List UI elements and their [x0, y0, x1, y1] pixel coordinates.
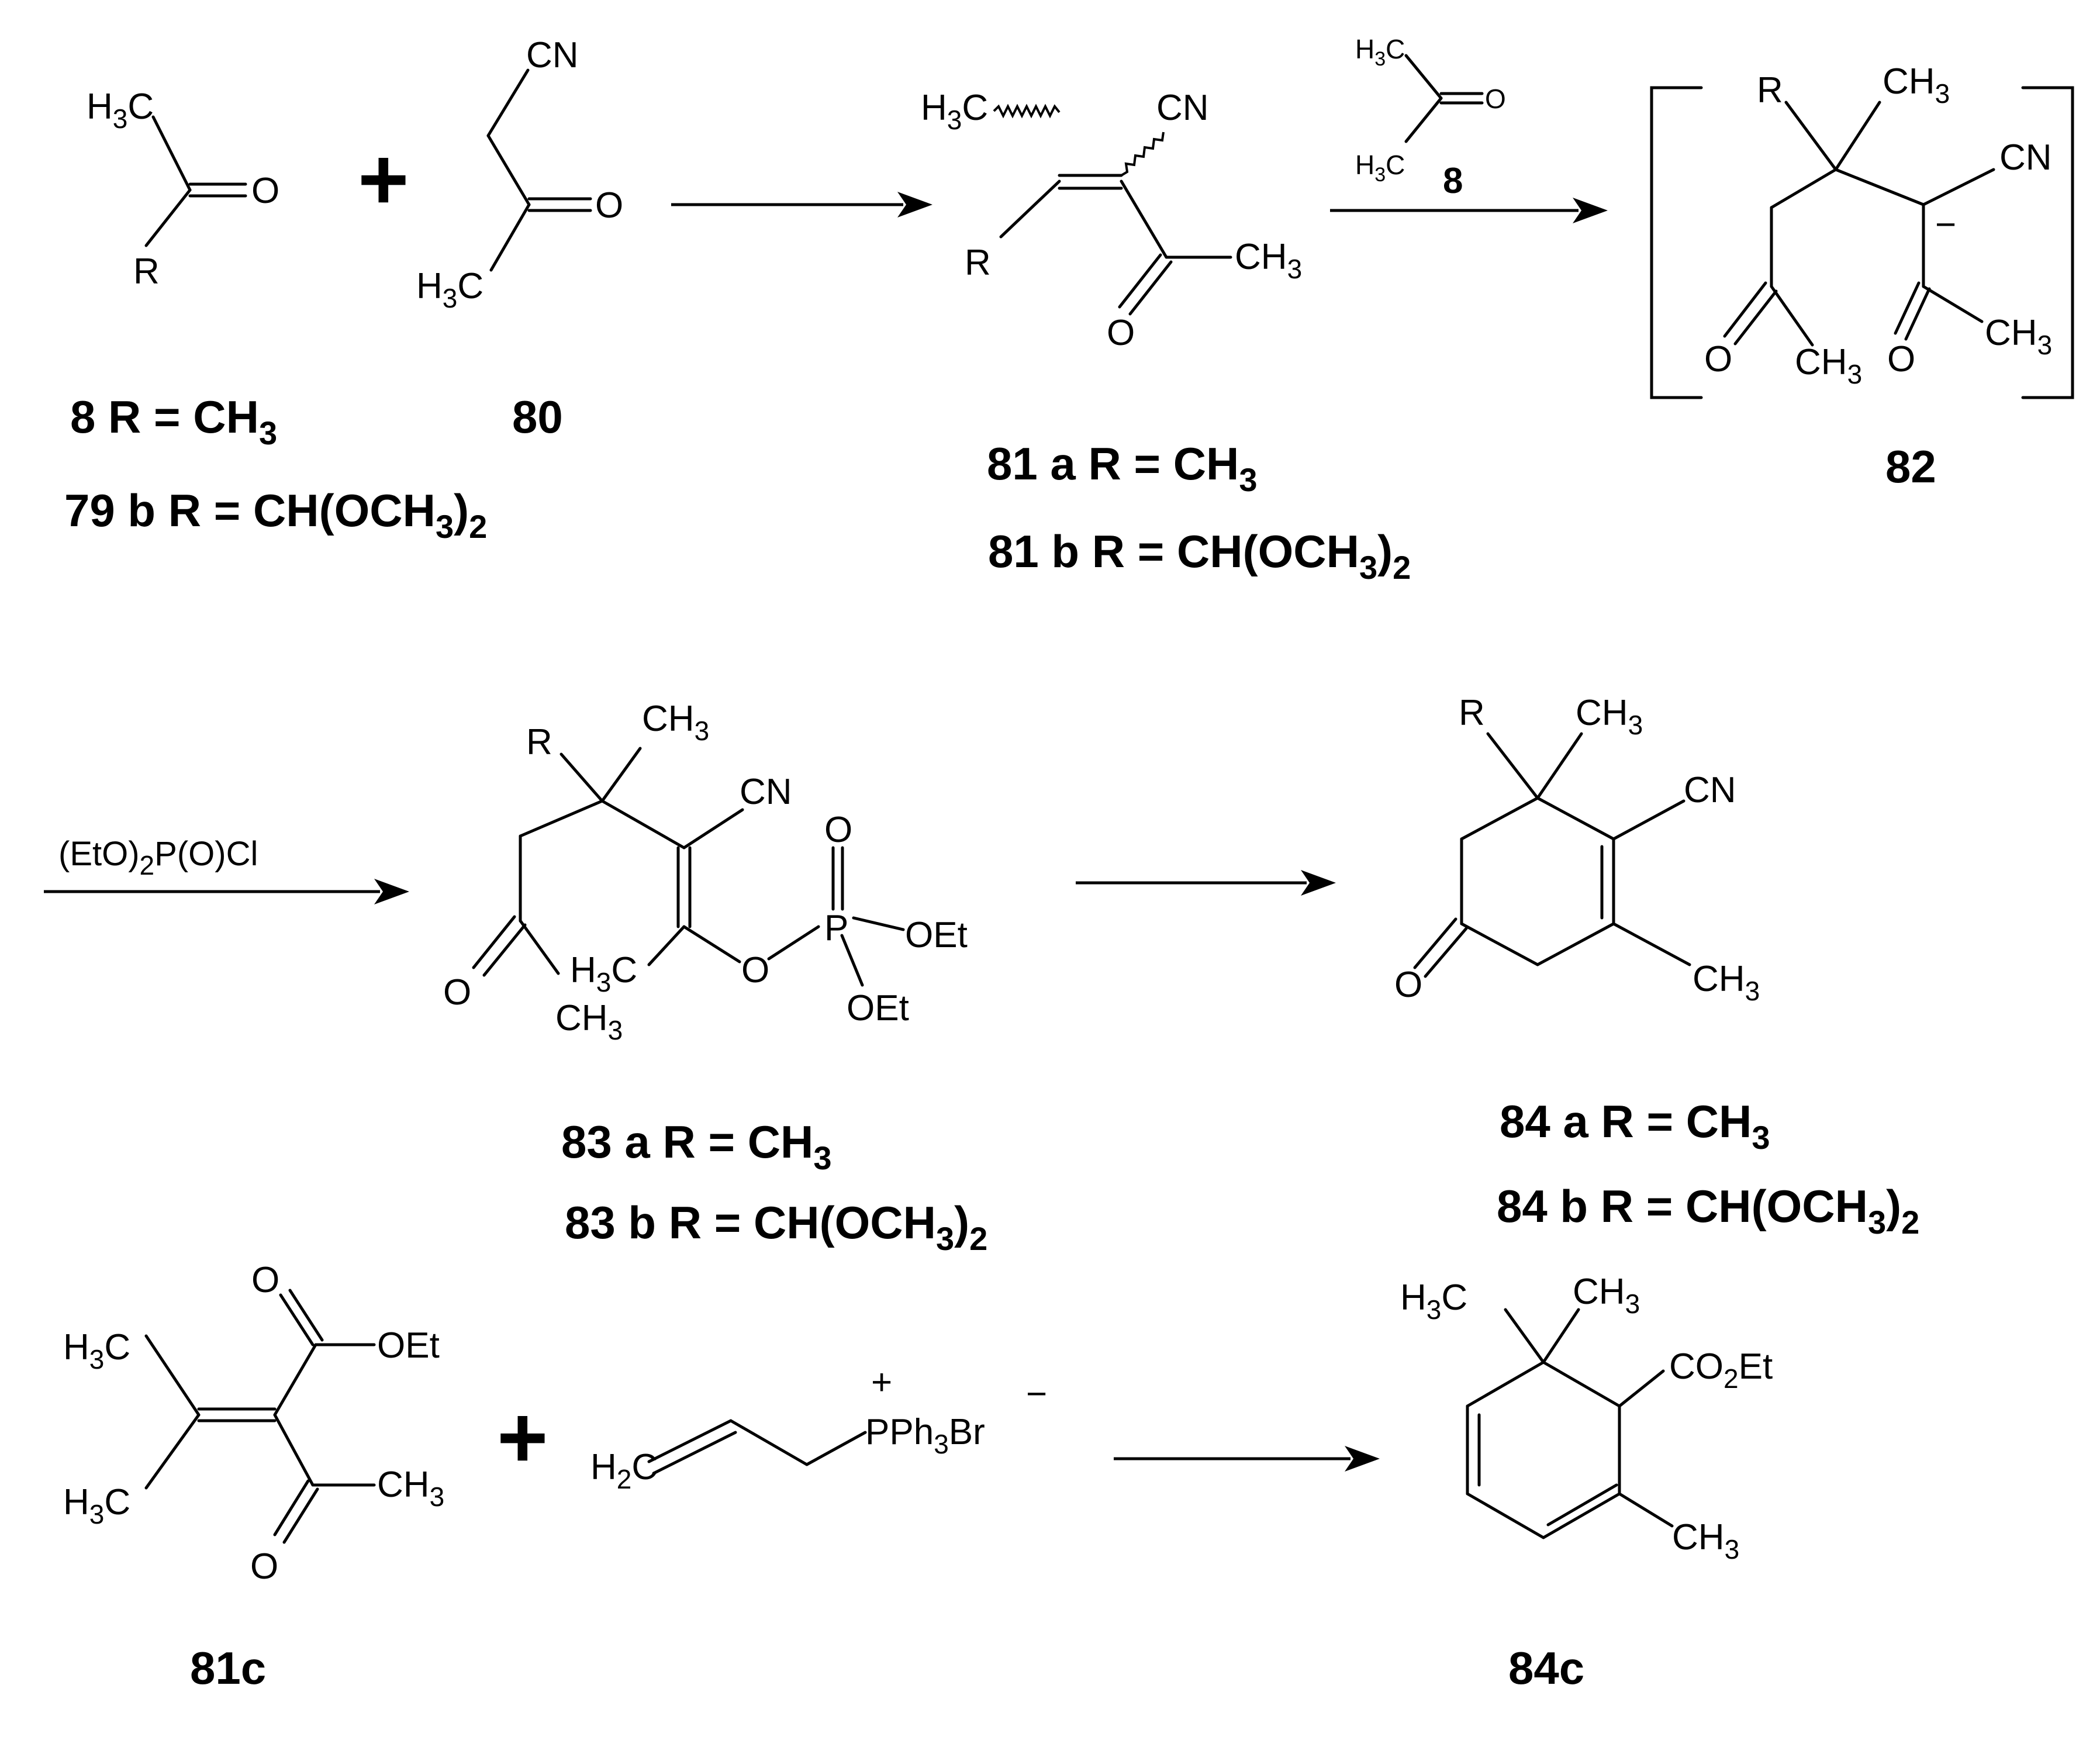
c83-cn-label: CN: [740, 772, 792, 812]
c84-methyl-ring-label: CH3: [1693, 959, 1760, 1006]
c83-methyl-enol-label: H3C: [570, 950, 637, 997]
c80-methyl-label: H3C: [416, 266, 483, 313]
reaction-arrow-4: [1076, 870, 1336, 896]
compound-81-structure: H3C CN R CH3 O: [921, 88, 1302, 353]
arrow-3-reagent: (EtO)2P(O)Cl: [58, 835, 258, 880]
c81-oxygen-label: O: [1107, 313, 1135, 353]
acetone-oxygen-label: O: [1485, 84, 1506, 114]
compound-8-structure: H3C O R: [87, 87, 279, 292]
caption-83a: 83 a R = CH3: [561, 1116, 832, 1176]
acetone-methyl-bottom-label: H3C: [1355, 150, 1405, 186]
c82-methyl-top-label: CH3: [1883, 61, 1950, 109]
phosphonium-plus-label: +: [871, 1362, 892, 1403]
reaction-arrow-5: [1114, 1446, 1380, 1472]
c8-methyl-label: H3C: [87, 87, 154, 134]
c82-charge-label: −: [1935, 205, 1956, 245]
c81c-methyl-bottom-label: H3C: [63, 1482, 130, 1529]
c84-oxygen-label: O: [1394, 965, 1422, 1005]
caption-8: 8 R = CH3: [70, 391, 277, 451]
phosphonium-label: PPh3Br: [865, 1412, 985, 1459]
c82-methyl-right-label: CH3: [1985, 313, 2052, 360]
c82-methyl-mid-label: CH3: [1795, 342, 1862, 389]
c83-phosphorus-label: P: [824, 908, 848, 948]
caption-84a: 84 a R = CH3: [1500, 1096, 1770, 1156]
plus-sign-2: +: [497, 1388, 548, 1486]
c83-methyl-top-label: CH3: [642, 699, 709, 746]
c81c-methyl-top-label: H3C: [63, 1327, 130, 1375]
caption-79b: 79 b R = CH(OCH3)2: [64, 485, 487, 545]
caption-81c: 81c: [190, 1642, 266, 1694]
reaction-arrow-2: [1330, 198, 1608, 223]
c81-cn-label: CN: [1156, 88, 1209, 128]
compound-83-structure: R CH3 CN O CH3 H3C O P O OEt OEt: [443, 699, 968, 1045]
c81-methyl-right-label: CH3: [1235, 237, 1302, 284]
c80-oxygen-label: O: [595, 185, 623, 226]
bromide-minus-label: −: [1026, 1374, 1047, 1414]
caption-84b: 84 b R = CH(OCH3)2: [1497, 1180, 1919, 1241]
compound-82-structure: R CH3 CN − O CH3 O CH3: [1650, 61, 2074, 399]
c83-methyl-keto-label: CH3: [555, 998, 623, 1045]
reaction-arrow-3: [44, 879, 409, 904]
c83-oxygen-link-label: O: [741, 950, 769, 990]
c83-r-label: R: [526, 722, 552, 762]
c83-oet-down-label: OEt: [847, 988, 909, 1028]
compound-80-structure: CN O H3C: [416, 35, 623, 313]
c84-methyl-top-label: CH3: [1576, 693, 1643, 740]
c8-oxygen-label: O: [251, 171, 279, 211]
c81-r-label: R: [965, 243, 991, 283]
plus-sign-1: +: [358, 130, 409, 228]
caption-81b: 81 b R = CH(OCH3)2: [988, 526, 1411, 586]
c80-cn-label: CN: [526, 35, 579, 75]
c82-oxygen-right-label: O: [1887, 339, 1915, 379]
caption-82: 82: [1885, 441, 1936, 492]
acetone-methyl-top-label: H3C: [1355, 34, 1405, 70]
c81c-oxygen-acetyl-label: O: [250, 1546, 278, 1587]
c81-methyl-left-label: H3C: [921, 88, 988, 135]
c84-cn-label: CN: [1684, 770, 1736, 810]
c84c-methyl-right-label: CH3: [1573, 1272, 1640, 1319]
c82-oxygen-left-label: O: [1704, 339, 1732, 379]
c84c-ester-label: CO2Et: [1669, 1346, 1773, 1394]
caption-84c: 84c: [1508, 1642, 1584, 1694]
c81c-oxygen-ester-label: O: [251, 1260, 279, 1300]
c82-cn-label: CN: [1999, 137, 2052, 178]
c83-oxygen-keto-label: O: [443, 972, 471, 1013]
c84c-methyl-ring-label: CH3: [1672, 1517, 1739, 1565]
c84-r-label: R: [1459, 693, 1485, 733]
compound-84-structure: R CH3 CN O CH3: [1394, 693, 1760, 1006]
c82-r-label: R: [1757, 70, 1783, 110]
acetone-number-label: 8: [1443, 161, 1463, 201]
c81c-oet-label: OEt: [377, 1325, 440, 1366]
allyl-phosphonium-structure: H2C + PPh3Br −: [590, 1362, 1047, 1494]
c84c-methyl-left-label: H3C: [1400, 1277, 1467, 1325]
caption-83b: 83 b R = CH(OCH3)2: [565, 1197, 987, 1257]
c83-oet-right-label: OEt: [905, 915, 968, 955]
c83-oxygen-double-label: O: [824, 810, 852, 850]
allyl-h2c-label: H2C: [590, 1447, 658, 1494]
c81c-methyl-acetyl-label: CH3: [377, 1465, 444, 1512]
caption-80: 80: [512, 391, 563, 443]
compound-81c-structure: H3C H3C O OEt CH3 O: [63, 1260, 444, 1587]
arrow-2-reagent: H3C O H3C 8: [1355, 34, 1506, 201]
compound-84c-structure: H3C CH3 CO2Et CH3: [1400, 1272, 1773, 1565]
caption-81a: 81 a R = CH3: [987, 438, 1258, 498]
c8-r-label: R: [133, 251, 160, 292]
reaction-arrow-1: [671, 192, 932, 217]
